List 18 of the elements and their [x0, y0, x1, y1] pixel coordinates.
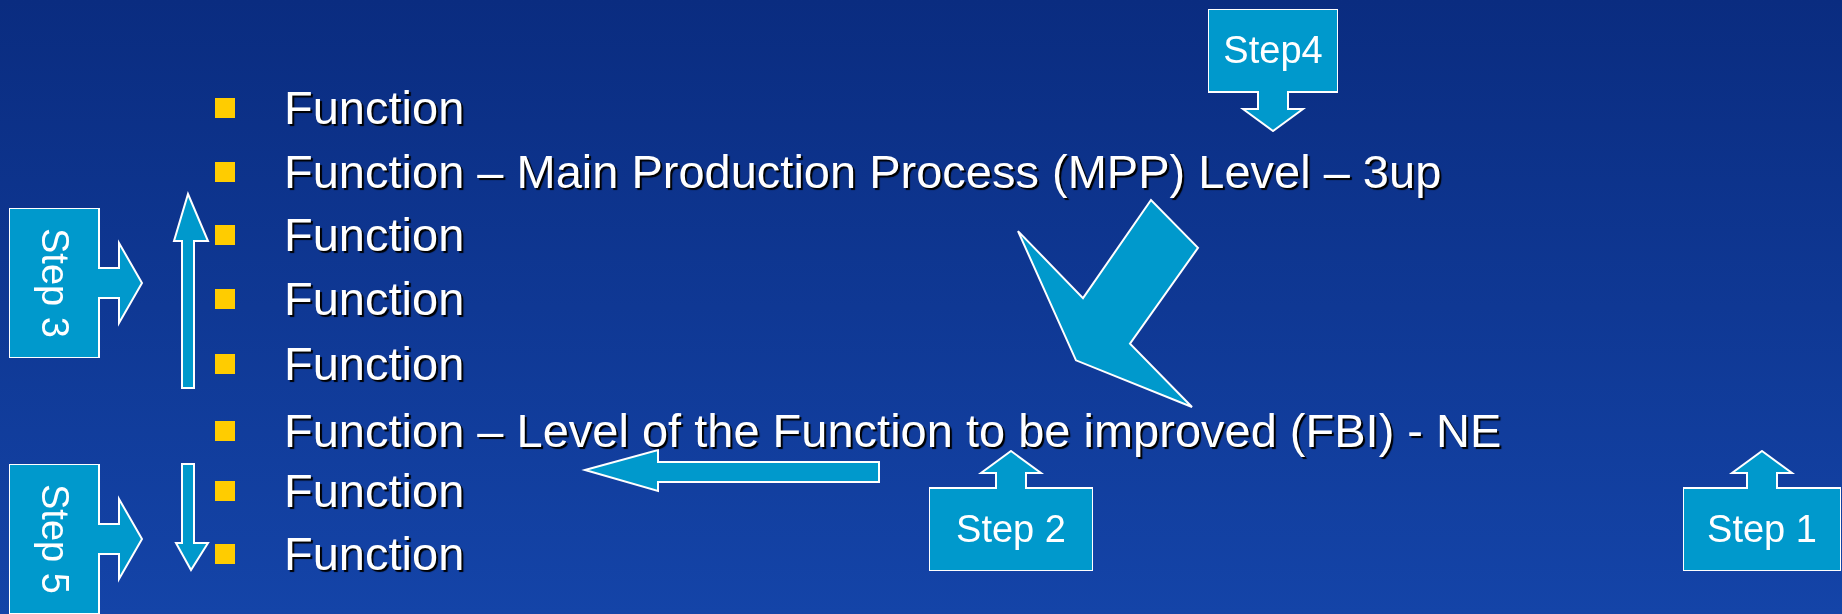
list-item: Function: [284, 207, 465, 263]
step-label: Step 3: [32, 227, 77, 340]
list-item: Function – Main Production Process (MPP) Level – 3up: [284, 144, 1442, 200]
arrow-callout: [9, 208, 143, 358]
step-label: Step 5: [32, 483, 77, 596]
step-label: Step 1: [1706, 507, 1818, 552]
arrow-callout: [1208, 9, 1338, 132]
list-item: Function: [284, 80, 465, 136]
list-item: Function: [284, 271, 465, 327]
list-item: Function – Level of the Function to be improved (FBI) - NE: [284, 403, 1502, 459]
list-item: Function: [284, 526, 465, 582]
list-item: Function: [284, 463, 465, 519]
step-label: Step 2: [955, 507, 1067, 552]
arrow-callout: [1683, 450, 1841, 571]
list-item: Function: [284, 336, 465, 392]
arrow-callout: [9, 464, 143, 614]
block-arrow: [1017, 198, 1200, 408]
step-label: Step4: [1222, 28, 1324, 73]
